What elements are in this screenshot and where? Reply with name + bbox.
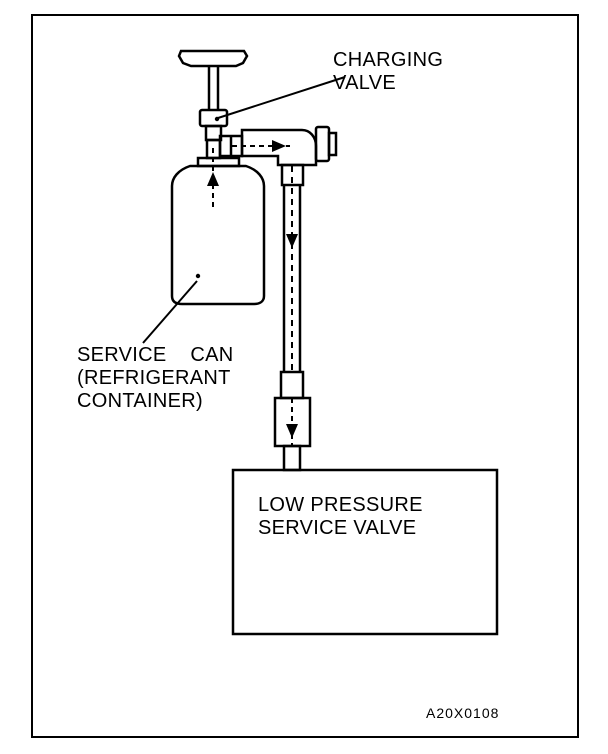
diagram-frame [31,14,579,738]
charging-valve-label: CHARGING VALVE [333,49,444,94]
low-pressure-valve-box [231,468,499,636]
leader-lines [142,76,346,344]
elbow-fitting [240,125,338,187]
service-can [170,156,266,306]
arrow-right-outlet [272,140,286,152]
low-pressure-service-valve-label: LOW PRESSURE SERVICE VALVE [258,494,423,539]
service-can-label: SERVICE CAN (REFRIGERANT CONTAINER) [77,344,234,412]
arrow-up-can [207,172,219,186]
figure-code: A20X0108 [426,705,500,721]
valve-handle [177,49,249,110]
charging-valve-pointer-dot [214,116,220,122]
service-can-pointer-dot [195,273,201,279]
flow-arrows [207,140,298,438]
arrow-down-hose [286,234,298,248]
arrow-down-coupler [286,424,298,438]
